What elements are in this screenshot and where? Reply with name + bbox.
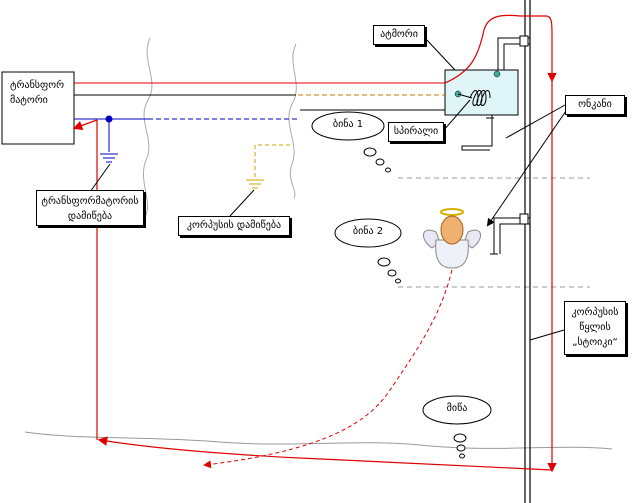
- bubble-ground-text: მიწა: [446, 403, 468, 414]
- pointer-riser: [529, 329, 565, 341]
- break-line-left: [142, 37, 153, 216]
- transformer-label: ტრანსფორ მატორი: [10, 80, 65, 106]
- bubble-floor1-shape: [311, 111, 391, 173]
- bubble-floor2-shape: [334, 218, 402, 284]
- bubble-ground-shape: [422, 395, 492, 459]
- pointer-faucet-lower: [486, 107, 569, 227]
- fault-path-top: [444, 14, 557, 84]
- transformer-grounding-label: ტრანსფორმატორის დამიწება: [36, 190, 144, 226]
- spiral-label: სპირალი: [388, 122, 444, 142]
- heating-spiral: [469, 90, 491, 106]
- pipe-riser-label: კორპუსის წყლის „სტოიკი“: [564, 301, 626, 355]
- motor-label: ატმორი: [373, 25, 425, 45]
- housing-ground-line: [254, 144, 290, 178]
- faucet-upper-valve: [519, 35, 529, 47]
- fault-path-person: [203, 269, 453, 469]
- pointer-transformer-ground: [89, 163, 111, 193]
- person-figure: [423, 208, 481, 269]
- fault-path-ground: [97, 436, 553, 471]
- insulator-label: ონკანი: [565, 95, 625, 115]
- housing-grounding-label: კორპუსის დამიწება: [178, 216, 290, 236]
- pointer-spiral: [443, 99, 471, 131]
- faucet-lower-valve: [519, 213, 529, 225]
- break-line-right: [288, 43, 297, 199]
- transformer-box: [1, 71, 75, 145]
- bubble-floor1-text: ბინა 1: [332, 119, 364, 130]
- pointer-housing-ground: [229, 189, 255, 217]
- device-mount: [461, 115, 493, 151]
- pointer-faucet-upper: [505, 104, 566, 139]
- bubble-floor2-text: ბინა 2: [352, 226, 384, 237]
- pointer-motor: [424, 37, 456, 71]
